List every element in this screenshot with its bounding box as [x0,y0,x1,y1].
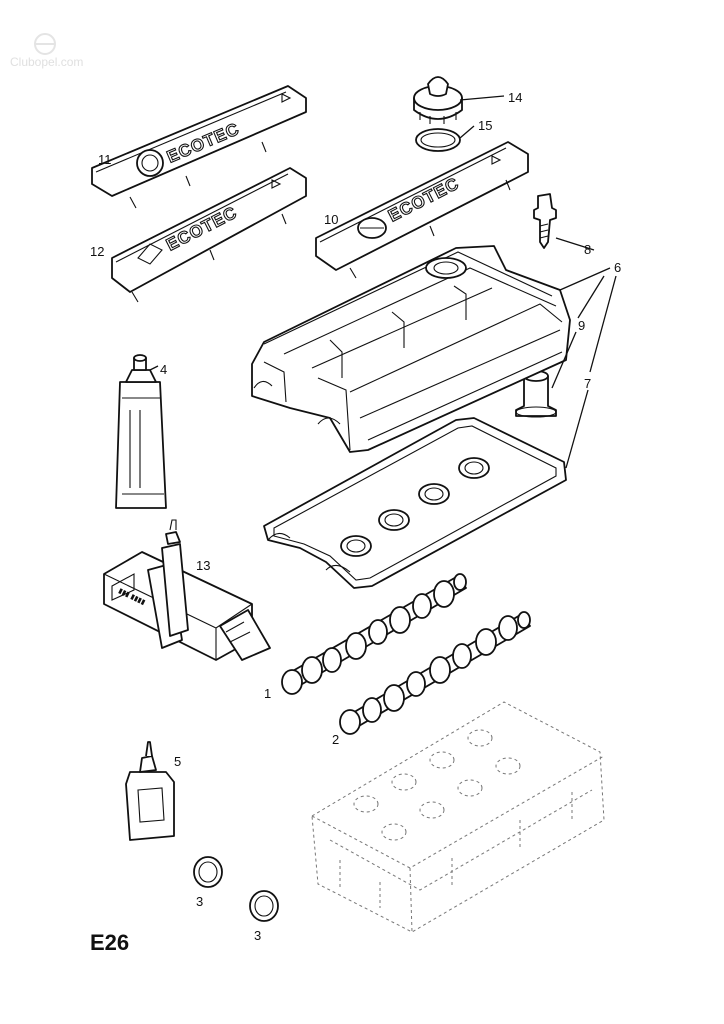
callout-10: 10 [324,212,338,227]
engine-cover-10: ECOTEC [315,141,529,279]
page-code-label: E26 [90,930,130,955]
callout-12: 12 [90,244,104,259]
oil-bottle-5 [125,741,175,841]
callout-14: 14 [508,90,522,105]
callout-13: 13 [196,558,210,573]
cylinder-head-reference [311,701,605,933]
callout-9: 9 [578,318,585,333]
adhesive-kit-13: ▮▮▮ ▮▮▮▮ [103,519,271,661]
seal-ring-3-lower [249,890,279,922]
leader-lines [149,95,617,469]
camshaft-1 [281,573,467,695]
camshaft-2 [339,611,531,735]
watermark-logo: Clubopel.com [8,30,118,75]
oil-filler-cap-14 [413,76,463,124]
engine-cover-12: ECOTEC [111,167,307,303]
callout-8: 8 [584,242,591,257]
callout-4: 4 [160,362,167,377]
o-ring-15 [415,128,461,152]
callouts: 1 2 3 3 4 5 6 7 8 9 10 11 12 13 14 15 [90,90,621,943]
callout-5: 5 [174,754,181,769]
callout-3-lower: 3 [254,928,261,943]
callout-7: 7 [584,376,591,391]
callout-3-upper: 3 [196,894,203,909]
seal-ring-3-upper [193,856,223,888]
valve-cover-gasket-7 [263,417,567,589]
callout-2: 2 [332,732,339,747]
stud-bolt-8 [533,193,557,249]
callout-11: 11 [98,152,112,167]
callout-6: 6 [614,260,621,275]
valve-cover-6 [251,245,571,453]
callout-15: 15 [478,118,492,133]
engine-cover-11: ECOTEC [91,85,307,209]
watermark-text: Clubopel.com [10,55,83,69]
callout-1: 1 [264,686,271,701]
sealant-tube-4 [115,354,167,509]
